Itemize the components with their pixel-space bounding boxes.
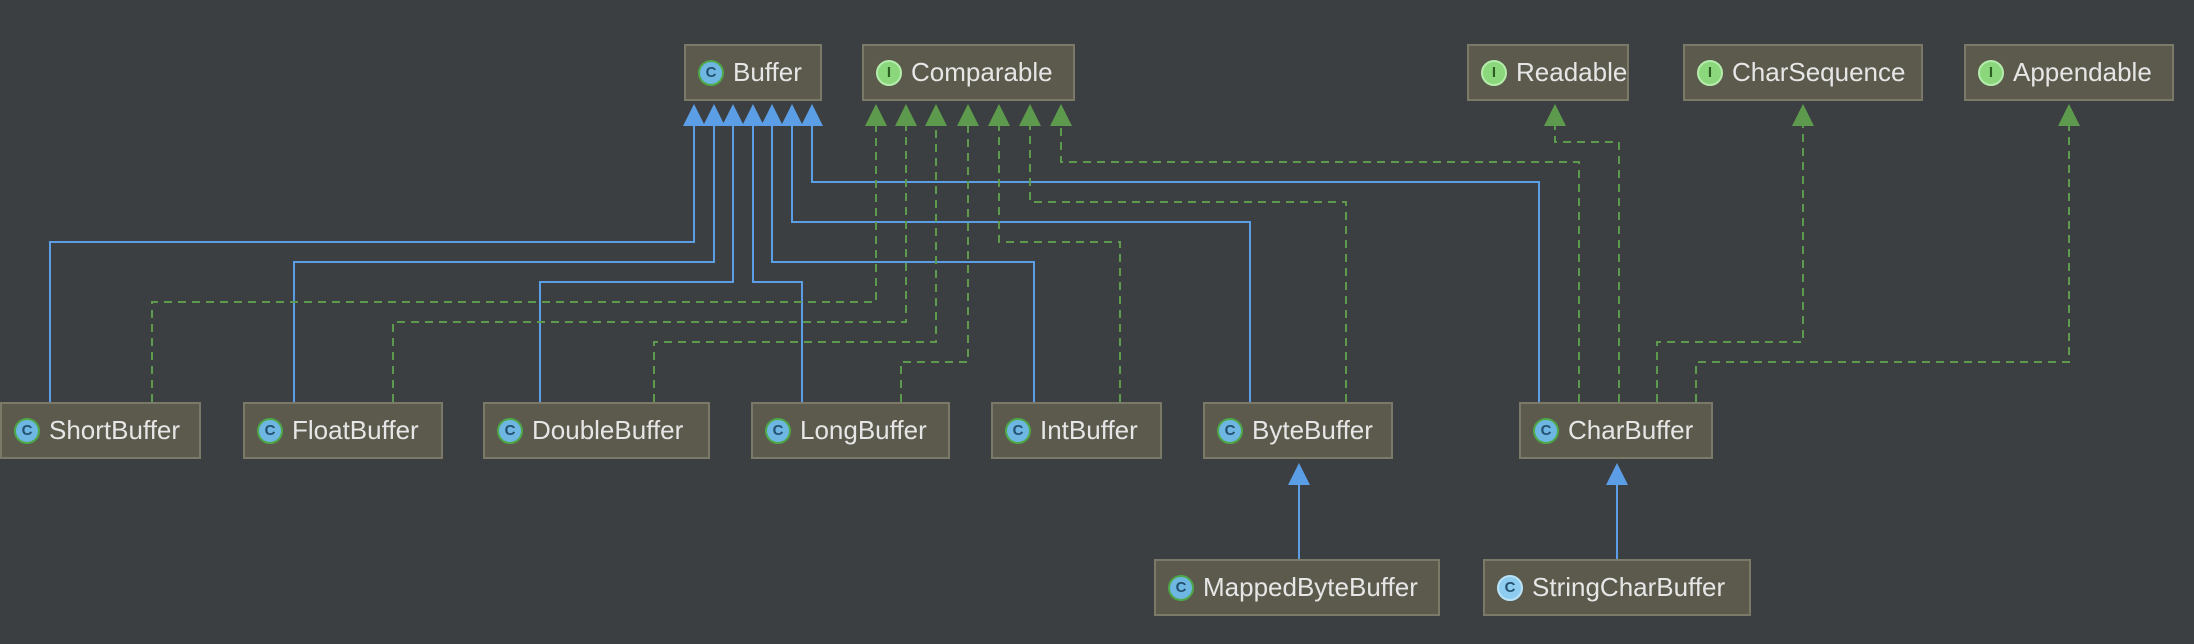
class-node-floatbuffer[interactable]: C FloatBuffer (243, 402, 443, 459)
inheritance-arrowhead (703, 104, 725, 126)
edge-line (49, 126, 695, 402)
inheritance-arrowhead (1050, 104, 1072, 126)
class-node-readable[interactable]: I Readable (1467, 44, 1629, 101)
class-node-buffer[interactable]: C Buffer (684, 44, 822, 101)
inheritance-arrowhead (1792, 104, 1814, 126)
class-icon: C (698, 59, 724, 86)
class-icon: C (497, 417, 523, 444)
class-icon: C (1497, 574, 1523, 601)
class-node-label: FloatBuffer (292, 415, 419, 445)
class-node-label: ShortBuffer (49, 415, 181, 445)
implements-edge-floatbuffer-comparable (392, 104, 917, 402)
edge-line (791, 126, 1251, 402)
inheritance-arrowhead (1544, 104, 1566, 126)
edge-line (392, 126, 907, 402)
inheritance-arrowhead (683, 104, 705, 126)
class-icon: C (765, 417, 791, 444)
extends-edge-mappedbytebuffer-bytebuffer (1288, 463, 1310, 559)
class-node-stringcharbuffer[interactable]: C StringCharBuffer (1483, 559, 1751, 616)
edge-line (539, 126, 734, 402)
inheritance-arrowhead (761, 104, 783, 126)
inheritance-arrowhead (1606, 463, 1628, 485)
inheritance-arrowhead (722, 104, 744, 126)
class-node-charsequence[interactable]: I CharSequence (1683, 44, 1923, 101)
inheritance-arrowhead (1288, 463, 1310, 485)
edge-line (811, 126, 1540, 402)
class-icon: C (14, 417, 40, 444)
interface-icon: I (876, 59, 902, 86)
class-node-mappedbytebuffer[interactable]: C MappedByteBuffer (1154, 559, 1440, 616)
inheritance-arrowhead (2058, 104, 2080, 126)
edge-line (293, 126, 715, 402)
class-node-bytebuffer[interactable]: C ByteBuffer (1203, 402, 1393, 459)
extends-edge-bytebuffer-buffer (781, 104, 1251, 402)
class-icon: C (1005, 417, 1031, 444)
extends-edge-charbuffer-buffer (801, 104, 1540, 402)
edge-line (1554, 126, 1620, 402)
implements-edge-charbuffer-appendable (1695, 104, 2080, 402)
class-icon: C (1533, 417, 1559, 444)
class-icon: C (1217, 417, 1243, 444)
class-node-label: CharSequence (1732, 57, 1906, 87)
class-node-label: ByteBuffer (1252, 415, 1373, 445)
interface-icon: I (1978, 59, 2004, 86)
interface-icon: I (1481, 59, 1507, 86)
edge-line (771, 126, 1035, 402)
edge-line (1656, 126, 1804, 402)
edge-line (1029, 126, 1347, 402)
class-node-label: IntBuffer (1040, 415, 1138, 445)
edge-line (1060, 126, 1580, 402)
class-node-label: StringCharBuffer (1532, 572, 1726, 602)
class-node-label: CharBuffer (1568, 415, 1694, 445)
class-node-label: Comparable (911, 57, 1053, 87)
class-icon: C (257, 417, 283, 444)
edge-line (1695, 126, 2070, 402)
inheritance-arrowhead (988, 104, 1010, 126)
class-node-appendable[interactable]: I Appendable (1964, 44, 2174, 101)
class-icon: C (1168, 574, 1194, 601)
extends-edge-floatbuffer-buffer (293, 104, 725, 402)
class-node-charbuffer[interactable]: C CharBuffer (1519, 402, 1713, 459)
implements-edge-intbuffer-comparable (988, 104, 1121, 402)
class-node-label: Readable (1516, 57, 1628, 87)
class-node-label: DoubleBuffer (532, 415, 684, 445)
class-node-shortbuffer[interactable]: C ShortBuffer (0, 402, 201, 459)
extends-edge-shortbuffer-buffer (49, 104, 705, 402)
edge-line (998, 126, 1121, 402)
implements-edge-shortbuffer-comparable (151, 104, 887, 402)
implements-edge-doublebuffer-comparable (653, 104, 947, 402)
class-node-longbuffer[interactable]: C LongBuffer (751, 402, 950, 459)
implements-edge-bytebuffer-comparable (1019, 104, 1347, 402)
class-node-label: Appendable (2013, 57, 2152, 87)
class-node-comparable[interactable]: I Comparable (862, 44, 1075, 101)
implements-edge-longbuffer-comparable (900, 104, 979, 402)
interface-icon: I (1697, 59, 1723, 86)
inheritance-arrowhead (801, 104, 823, 126)
class-node-label: MappedByteBuffer (1203, 572, 1418, 602)
class-node-intbuffer[interactable]: C IntBuffer (991, 402, 1162, 459)
edge-line (151, 126, 877, 402)
inheritance-arrowhead (925, 104, 947, 126)
extends-edge-longbuffer-buffer (742, 104, 803, 402)
class-node-label: LongBuffer (800, 415, 927, 445)
inheritance-arrowhead (1019, 104, 1041, 126)
extends-edge-intbuffer-buffer (761, 104, 1035, 402)
inheritance-arrowhead (865, 104, 887, 126)
inheritance-arrowhead (742, 104, 764, 126)
implements-edge-charbuffer-charsequence (1656, 104, 1814, 402)
inheritance-arrowhead (895, 104, 917, 126)
implements-edge-charbuffer-readable (1544, 104, 1620, 402)
implements-edge-charbuffer-comparable (1050, 104, 1580, 402)
inheritance-arrowhead (781, 104, 803, 126)
extends-edge-stringcharbuffer-charbuffer (1606, 463, 1628, 559)
class-node-doublebuffer[interactable]: C DoubleBuffer (483, 402, 710, 459)
edge-line (752, 126, 803, 402)
edge-line (900, 126, 969, 402)
class-node-label: Buffer (733, 57, 802, 87)
inheritance-arrowhead (957, 104, 979, 126)
extends-edge-doublebuffer-buffer (539, 104, 744, 402)
edge-line (653, 126, 937, 402)
